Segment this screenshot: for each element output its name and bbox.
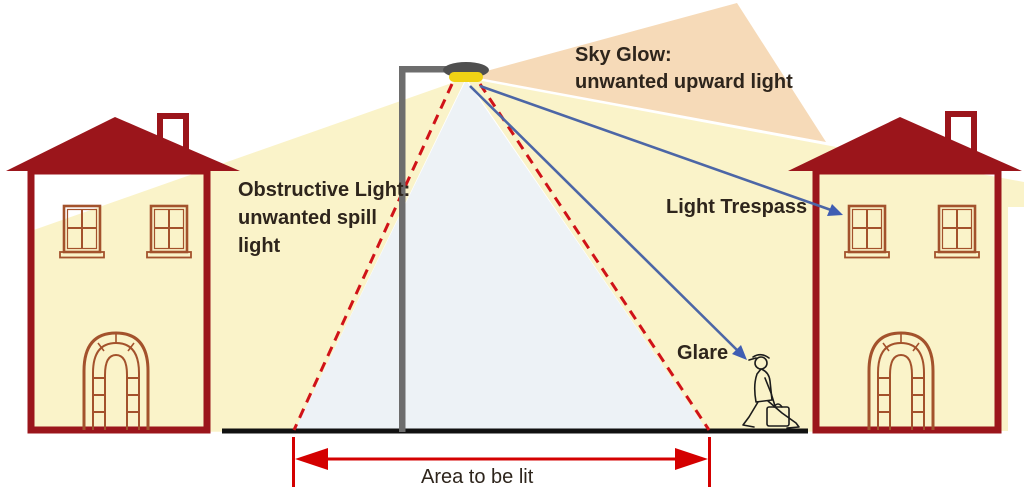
- right-roof: [788, 117, 1022, 171]
- pedestrian-arm: [764, 377, 776, 407]
- sky-glow-shape: [468, 3, 826, 142]
- spill-light-left: [28, 78, 466, 432]
- lamp-arm: [399, 66, 455, 73]
- pedestrian-front-leg: [742, 401, 759, 428]
- right-walls: [812, 167, 1002, 434]
- obstructive-light-label-line3: light: [238, 235, 281, 257]
- right-house: [788, 111, 1022, 434]
- obstructive-light-label: Obstructive Light: unwanted spill light: [238, 176, 410, 260]
- glare-arrow: [469, 85, 747, 360]
- briefcase: [766, 406, 790, 427]
- light-trespass-arrow: [479, 84, 843, 216]
- obstructive-light-label-line2: unwanted spill: [238, 207, 377, 229]
- left-house: [6, 113, 240, 434]
- light-beam-cone: [294, 80, 708, 432]
- lamp-pole: [399, 66, 406, 432]
- left-walls: [27, 167, 211, 434]
- area-to-be-lit-label: Area to be lit: [421, 466, 534, 488]
- glare-label: Glare: [677, 342, 729, 364]
- cone-edge-left: [292, 83, 454, 431]
- sky-glow-label: Sky Glow: unwanted upward light: [575, 42, 793, 96]
- pedestrian-back-leg: [767, 400, 800, 429]
- sky-glow-label-line1: Sky Glow:: [575, 44, 672, 66]
- pedestrian-coat: [753, 368, 773, 403]
- pedestrian-figure: [742, 353, 800, 429]
- cone-edge-right: [478, 83, 711, 431]
- area-measure-arrow: [292, 437, 711, 487]
- sky-glow-label-line2: unwanted upward light: [575, 71, 793, 93]
- pedestrian-cap: [752, 353, 770, 359]
- briefcase-handle: [773, 403, 783, 408]
- light-trespass-label: Light Trespass: [666, 196, 808, 218]
- lamp-glow: [449, 72, 483, 82]
- street-lamp: [399, 62, 489, 432]
- left-roof: [6, 117, 240, 171]
- obstructive-light-label-line1: Obstructive Light:: [238, 179, 411, 201]
